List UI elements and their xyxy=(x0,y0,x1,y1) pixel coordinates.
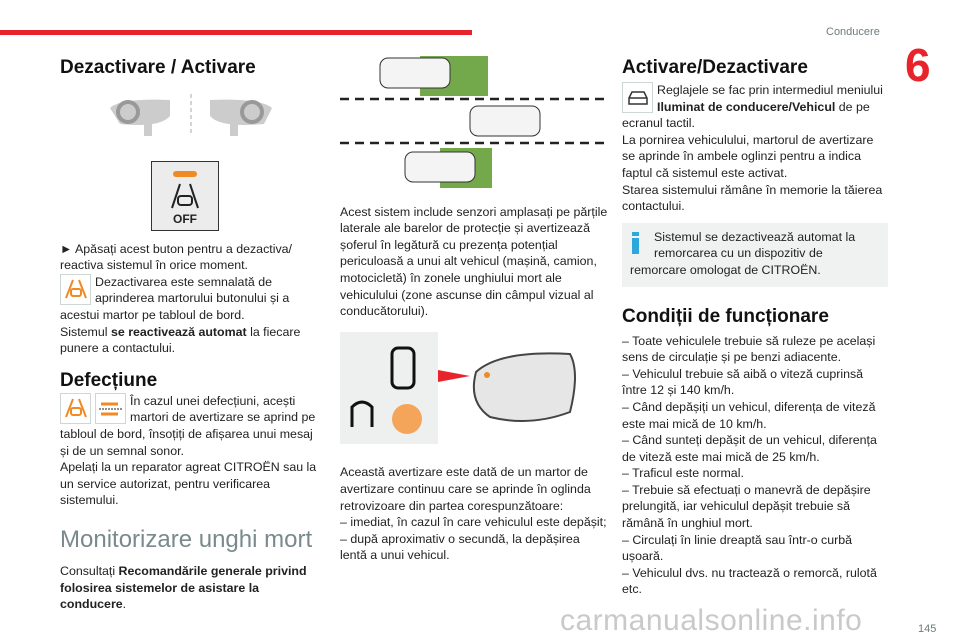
blind-spot-warning-icon xyxy=(60,392,91,424)
off-label: OFF xyxy=(173,211,197,226)
blind-spot-warning-icon xyxy=(60,273,91,305)
list-item: – Vehiculul trebuie să aibă o viteză cup… xyxy=(622,366,864,398)
chapter-bar xyxy=(0,30,472,35)
left-column: Dezactivare / Activare OFF ► Apăsați ace… xyxy=(60,56,322,613)
chapter-number: 6 xyxy=(905,39,931,91)
heading-operating-conditions: Condiții de funcționare xyxy=(622,305,829,327)
middle-column: Acest sistem include senzori amplasați p… xyxy=(340,56,608,564)
service-wrench-icon xyxy=(95,392,126,424)
mirror-warning-illustration xyxy=(340,331,576,444)
right-column: Activare/Dezactivare Reglajele se fac pr… xyxy=(622,56,888,598)
paragraph: În cazul unei defecțiuni, acești martori… xyxy=(60,393,316,458)
paragraph: Dezactivarea este semnalată de aprindere… xyxy=(60,274,290,322)
info-text: Sistemul se dezactivează automat la remo… xyxy=(630,229,856,277)
list-item: – Circulați în linie dreaptă sau într-o … xyxy=(622,532,853,564)
button-led-icon xyxy=(173,170,197,177)
paragraph: Reglajele se fac prin intermediul meniul… xyxy=(622,83,883,131)
list-item: – imediat, în cazul în care vehiculul es… xyxy=(340,515,607,530)
heading-fault: Defecțiune xyxy=(60,369,158,391)
vehicle-menu-icon xyxy=(622,82,653,113)
paragraph: Apelați la un reparator agreat CITROËN s… xyxy=(60,460,317,508)
info-icon xyxy=(632,231,640,254)
heading-deactivation: Dezactivare / Activare xyxy=(60,57,256,78)
watermark: carmanualsonline.info xyxy=(560,604,863,637)
heading-activation: Activare/Dezactivare xyxy=(622,57,808,78)
paragraph: Starea sistemului rămâne în memorie la t… xyxy=(622,182,883,214)
page-number: 145 xyxy=(918,623,937,635)
list-item: – Traficul este normal. xyxy=(622,466,744,481)
conditions-list: – Toate vehiculele trebuie să ruleze pe … xyxy=(622,333,888,599)
chapter-title: Conducere xyxy=(826,26,880,38)
cross-reference-link[interactable]: Recomandările generale privind folosirea… xyxy=(60,563,307,612)
list-item: – Vehiculul dvs. nu tractează o remorcă,… xyxy=(622,565,877,597)
list-item: – Trebuie să efectuați o manevră de depă… xyxy=(622,482,871,531)
heading-blind-spot-monitoring: Monitorizare unghi mort xyxy=(60,525,313,553)
steering-wheel-illustration xyxy=(110,94,272,136)
list-item: – după aproximativ o secundă, la depășir… xyxy=(340,531,580,563)
blind-spot-off-button[interactable]: OFF xyxy=(151,160,219,231)
blind-spot-zones-illustration xyxy=(340,56,608,188)
paragraph: Această avertizare este dată de un marto… xyxy=(340,465,591,513)
list-item: – Toate vehiculele trebuie să ruleze pe … xyxy=(622,333,876,365)
list-item: – Când sunteți depășit de un vehicul, di… xyxy=(622,433,877,464)
info-box: Sistemul se dezactivează automat la remo… xyxy=(622,222,888,287)
paragraph: La pornirea vehiculului, martorul de ave… xyxy=(622,132,874,180)
paragraph: ► Apăsați acest buton pentru a dezactiva… xyxy=(60,241,292,273)
list-item: – Când depășiți un vehicul, diferența de… xyxy=(622,399,876,431)
paragraph: Acest sistem include senzori amplasați p… xyxy=(340,204,608,319)
blind-spot-icon xyxy=(171,183,199,208)
paragraph: Sistemul se reactivează automat la fieca… xyxy=(60,324,301,356)
paragraph: Consultați Recomandările generale privin… xyxy=(60,563,307,612)
